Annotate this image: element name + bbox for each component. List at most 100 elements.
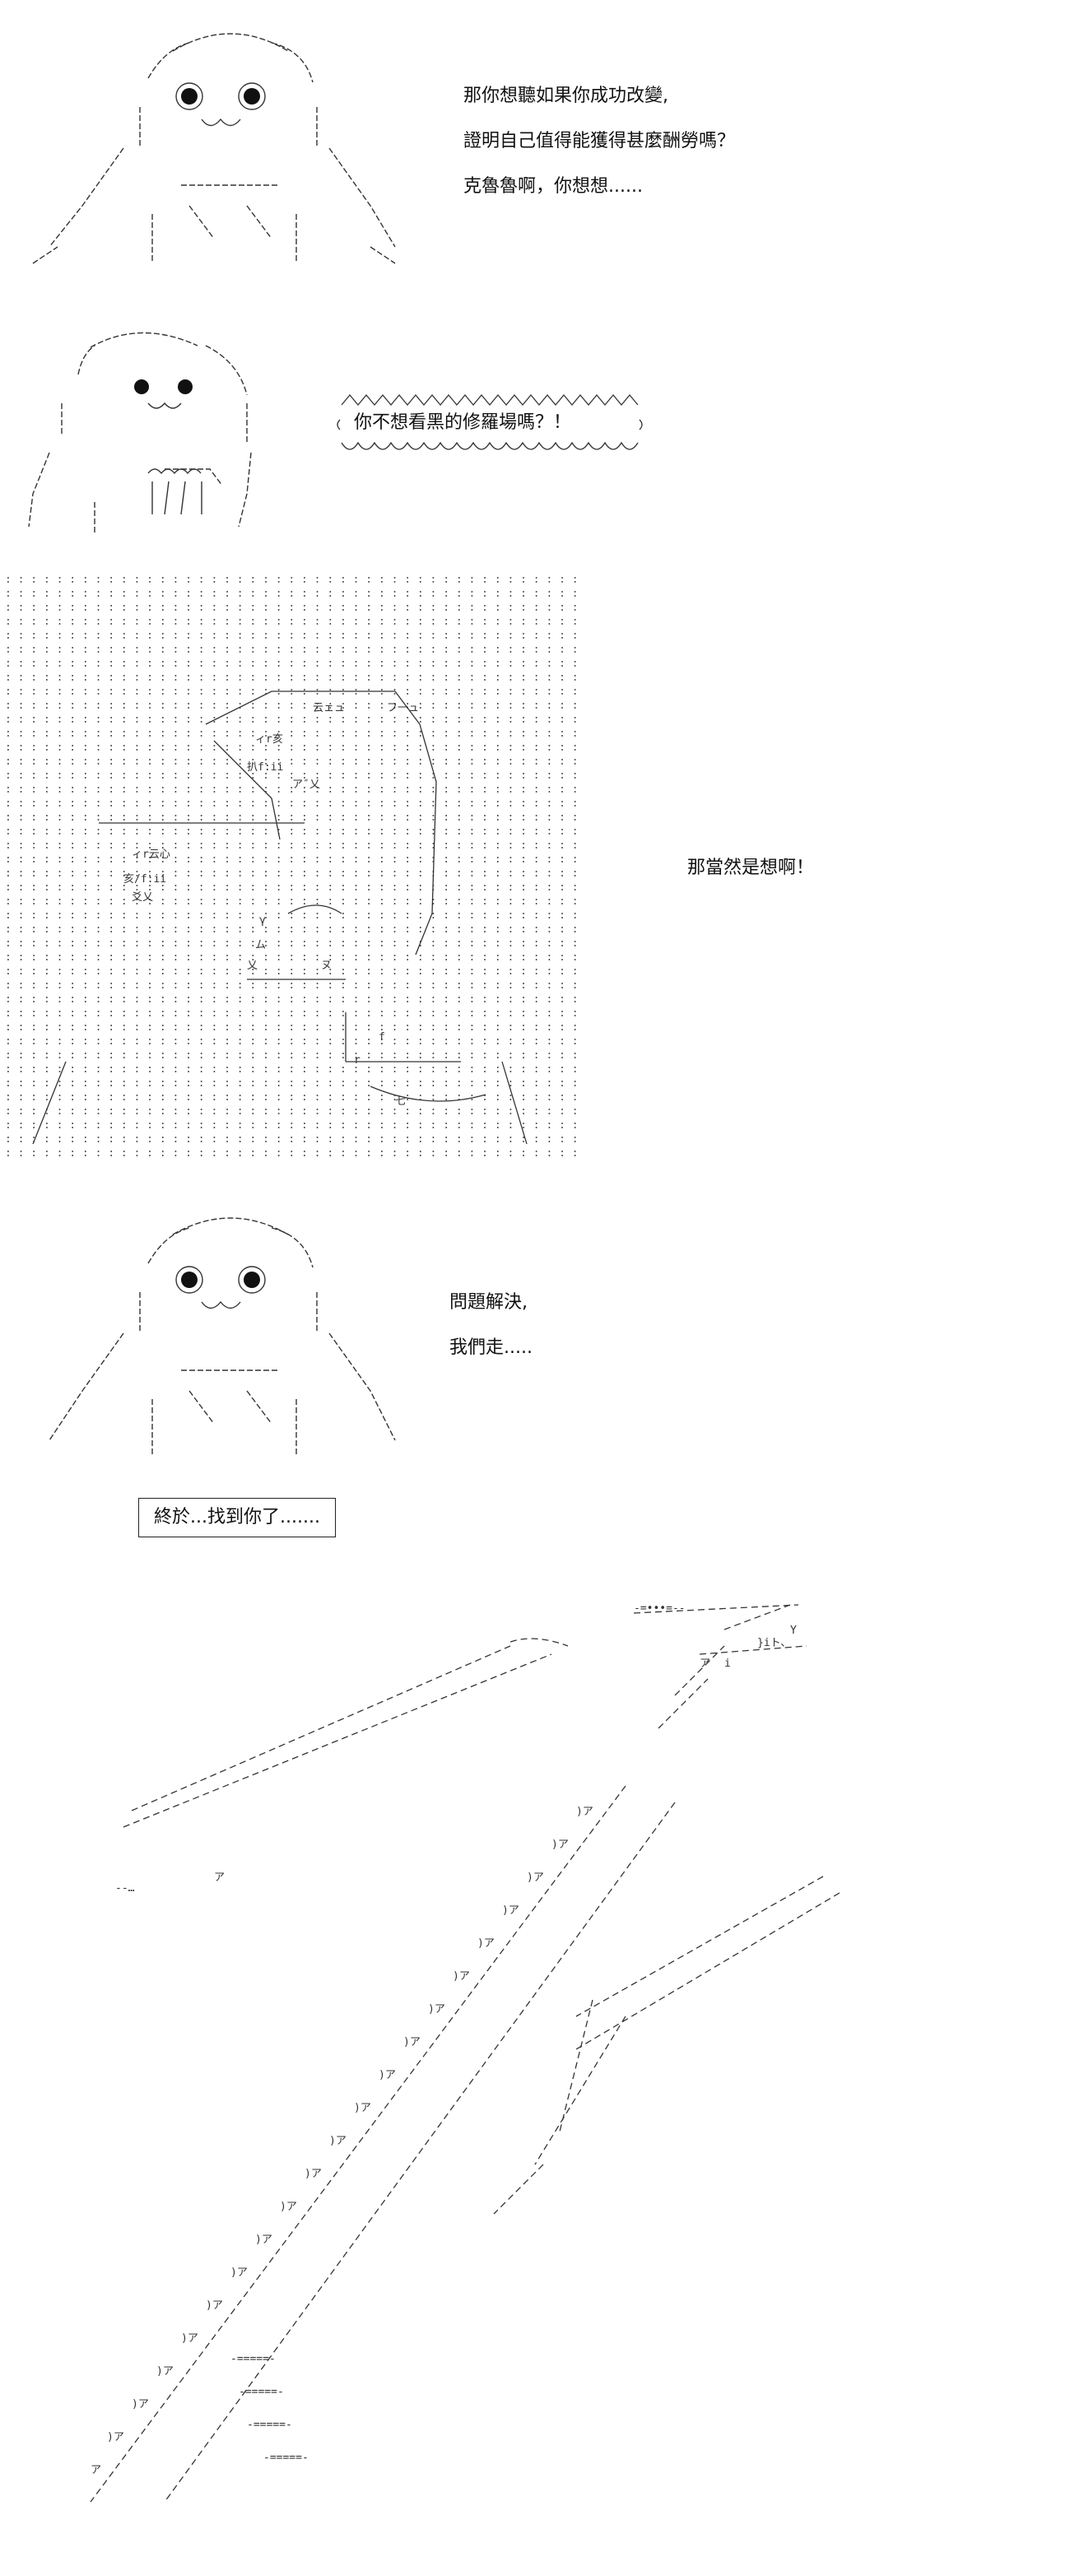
svg-text:ア: ア xyxy=(214,1872,225,1884)
art-label-11: ヌ xyxy=(321,960,333,972)
svg-text:)ア: )ア xyxy=(280,2201,297,2213)
shout-text: 你不想看黑的修羅場嗎？！ xyxy=(354,412,572,433)
svg-text:-=====-: -=====- xyxy=(230,2353,276,2365)
dense-ascii-art-block: : : : : : : : : : : : : : : : : : : : : … xyxy=(0,568,576,1177)
ascii-dot-row: : : : : : : : : : : : : : : : : : : : : … xyxy=(5,1021,576,1034)
panel-4: 問題解決, 我們走..... xyxy=(0,1202,1070,1473)
ascii-dot-row: : : : : : : : : : : : : : : : : : : : : … xyxy=(5,811,576,824)
ascii-dot-row: : : : : : : : : : : : : : : : : : : : : … xyxy=(5,937,576,950)
ascii-dot-row: : : : : : : : : : : : : : : : : : : : : … xyxy=(5,881,576,894)
ascii-dot-row: : : : : : : : : : : : : : : : : : : : : … xyxy=(5,1147,576,1160)
svg-text:)ア: )ア xyxy=(181,2332,198,2345)
art-label-7: 亥/f:ii xyxy=(123,873,167,886)
ascii-dot-row: : : : : : : : : : : : : : : : : : : : : … xyxy=(5,714,576,726)
ascii-dot-row: : : : : : : : : : : : : : : : : : : : : … xyxy=(5,672,576,684)
ascii-dot-row: : : : : : : : : : : : : : : : : : : : : … xyxy=(5,853,576,866)
svg-text:)ア: )ア xyxy=(206,2299,223,2312)
svg-text:)ア: )ア xyxy=(305,2168,322,2180)
svg-text:-=====-: -=====- xyxy=(239,2386,284,2398)
panel-3: : : : : : : : : : : : : : : : : : : : : … xyxy=(0,568,1070,1177)
ascii-dot-row: : : : : : : : : : : : : : : : : : : : : … xyxy=(5,1119,576,1132)
reply-text: 那當然是想啊！ xyxy=(687,858,815,878)
ascii-dot-row: : : : : : : : : : : : : : : : : : : : : … xyxy=(5,616,576,628)
svg-text:ア: ア xyxy=(700,1658,710,1670)
caption-box: 終於...找到你了....... xyxy=(138,1498,336,1537)
art-label-10: 乂 xyxy=(247,960,258,972)
ascii-dot-row: : : : : : : : : : : : : : : : : : : : : … xyxy=(5,951,576,964)
art-label-15: 七 xyxy=(395,1095,407,1108)
svg-text:)ア: )ア xyxy=(502,1904,519,1917)
ascii-dot-row: : : : : : : : : : : : : : : : : : : : : … xyxy=(5,574,576,586)
ascii-dot-row: : : : : : : : : : : : : : : : : : : : : … xyxy=(5,923,576,936)
ascii-dot-row: : : : : : : : : : : : : : : : : : : : : … xyxy=(5,839,576,852)
ascii-dot-row: : : : : : : : : : : : : : : : : : : : : … xyxy=(5,1077,576,1090)
ascii-dot-row: : : : : : : : : : : : : : : : : : : : : … xyxy=(5,1035,576,1048)
ascii-dot-row: : : : : : : : : : : : : : : : : : : : : … xyxy=(5,588,576,600)
dialogue-line-1: 那你想聽如果你成功改變, xyxy=(463,86,668,106)
dialogue-line-4: 問題解決, xyxy=(449,1292,528,1313)
svg-text:)ア: )ア xyxy=(551,1839,569,1851)
svg-text:-‐…: -‐… xyxy=(115,1882,135,1895)
ascii-dot-row: : : : : : : : : : : : : : : : : : : : : … xyxy=(5,1007,576,1020)
art-label-13: f xyxy=(379,1031,385,1044)
svg-text:-=====-: -=====- xyxy=(247,2419,292,2431)
dialogue-line-3: 克魯魯啊，你想想...... xyxy=(463,176,643,197)
spiky-bubble-border xyxy=(337,393,643,450)
art-label-6: ィr云心 xyxy=(132,849,170,861)
svg-text:)ア: )ア xyxy=(379,2069,396,2081)
svg-text:)ア: )ア xyxy=(230,2267,248,2279)
panel-1: 那你想聽如果你成功改變, 證明自己值得能獲得甚麼酬勞嗎？ 克魯魯啊，你想想...… xyxy=(0,0,1070,280)
ascii-dot-row: : : : : : : : : : : : : : : : : : : : : … xyxy=(5,1091,576,1104)
ascii-dot-row: : : : : : : : : : : : : : : : : : : : : … xyxy=(5,658,576,670)
ascii-dot-row: : : : : : : : : : : : : : : : : : : : : … xyxy=(5,742,576,754)
panel-5: 終於...找到你了....... -=•••=-- }iト､ Y ア i )ア xyxy=(0,1490,1070,2510)
ascii-dot-row: : : : : : : : : : : : : : : : : : : : : … xyxy=(5,965,576,978)
creature-ascii-art-1 xyxy=(32,33,396,264)
svg-text:)ア: )ア xyxy=(453,1970,470,1983)
svg-text:)ア: )ア xyxy=(354,2102,371,2114)
ascii-dot-row: : : : : : : : : : : : : : : : : : : : : … xyxy=(5,895,576,908)
ascii-dot-row: : : : : : : : : : : : : : : : : : : : : … xyxy=(5,1133,576,1146)
svg-text:)ア: )ア xyxy=(329,2135,347,2147)
creature-ascii-art-3 xyxy=(49,1217,396,1457)
svg-text:}iト､: }iト､ xyxy=(757,1637,786,1649)
art-label-8: 爻乂 xyxy=(132,891,154,904)
art-label-2: フ一ュ xyxy=(387,702,420,714)
ascii-dot-row: : : : : : : : : : : : : : : : : : : : : … xyxy=(5,630,576,642)
dialogue-line-5: 我們走..... xyxy=(449,1337,533,1358)
svg-text:Y: Y xyxy=(790,1625,797,1637)
svg-text:-=•••=--: -=•••=-- xyxy=(634,1602,686,1615)
ascii-dot-row: : : : : : : : : : : : : : : : : : : : : … xyxy=(5,1063,576,1076)
ascii-dot-row: : : : : : : : : : : : : : : : : : : : : … xyxy=(5,783,576,796)
svg-text:i: i xyxy=(724,1658,731,1670)
svg-text:)ア: )ア xyxy=(107,2431,124,2443)
ascii-dot-row: : : : : : : : : : : : : : : : : : : : : … xyxy=(5,602,576,614)
ascii-dot-row: : : : : : : : : : : : : : : : : : : : : … xyxy=(5,825,576,838)
svg-text:-=====-: -=====- xyxy=(263,2452,309,2464)
art-label-1: 云ェュ xyxy=(313,702,346,714)
svg-text:)ア: )ア xyxy=(403,2036,421,2048)
ascii-dot-row: : : : : : : : : : : : : : : : : : : : : … xyxy=(5,644,576,656)
ascii-dot-row: : : : : : : : : : : : : : : : : : : : : … xyxy=(5,756,576,768)
ascii-dot-row: : : : : : : : : : : : : : : : : : : : : … xyxy=(5,909,576,922)
dialogue-line-2: 證明自己值得能獲得甚麼酬勞嗎？ xyxy=(463,131,736,151)
ascii-dot-row: : : : : : : : : : : : : : : : : : : : : … xyxy=(5,770,576,782)
ascii-dot-row: : : : : : : : : : : : : : : : : : : : : … xyxy=(5,1049,576,1062)
svg-text:)ア: )ア xyxy=(255,2234,272,2246)
svg-text:ア: ア xyxy=(91,2464,101,2476)
creature-ascii-art-2 xyxy=(28,332,252,535)
ascii-dot-row: : : : : : : : : : : : : : : : : : : : : … xyxy=(5,993,576,1006)
art-label-5: ア″乂 xyxy=(292,779,320,791)
art-label-3: ィr亥 xyxy=(255,733,283,746)
svg-text:)ア: )ア xyxy=(428,2003,445,2016)
shout-bubble: 你不想看黑的修羅場嗎？！ xyxy=(333,387,646,461)
svg-text:)ア: )ア xyxy=(132,2398,149,2411)
ascii-dot-row: : : : : : : : : : : : : : : : : : : : : … xyxy=(5,1105,576,1118)
ascii-dot-row: : : : : : : : : : : : : : : : : : : : : … xyxy=(5,797,576,810)
art-label-4: 扒f:ii xyxy=(247,761,284,774)
svg-text:)ア: )ア xyxy=(576,1806,593,1818)
ascii-dot-row: : : : : : : : : : : : : : : : : : : : : … xyxy=(5,979,576,992)
panel-2: 你不想看黑的修羅場嗎？！ xyxy=(0,305,1070,543)
art-label-14: r xyxy=(354,1054,361,1067)
svg-text:)ア: )ア xyxy=(477,1937,495,1950)
